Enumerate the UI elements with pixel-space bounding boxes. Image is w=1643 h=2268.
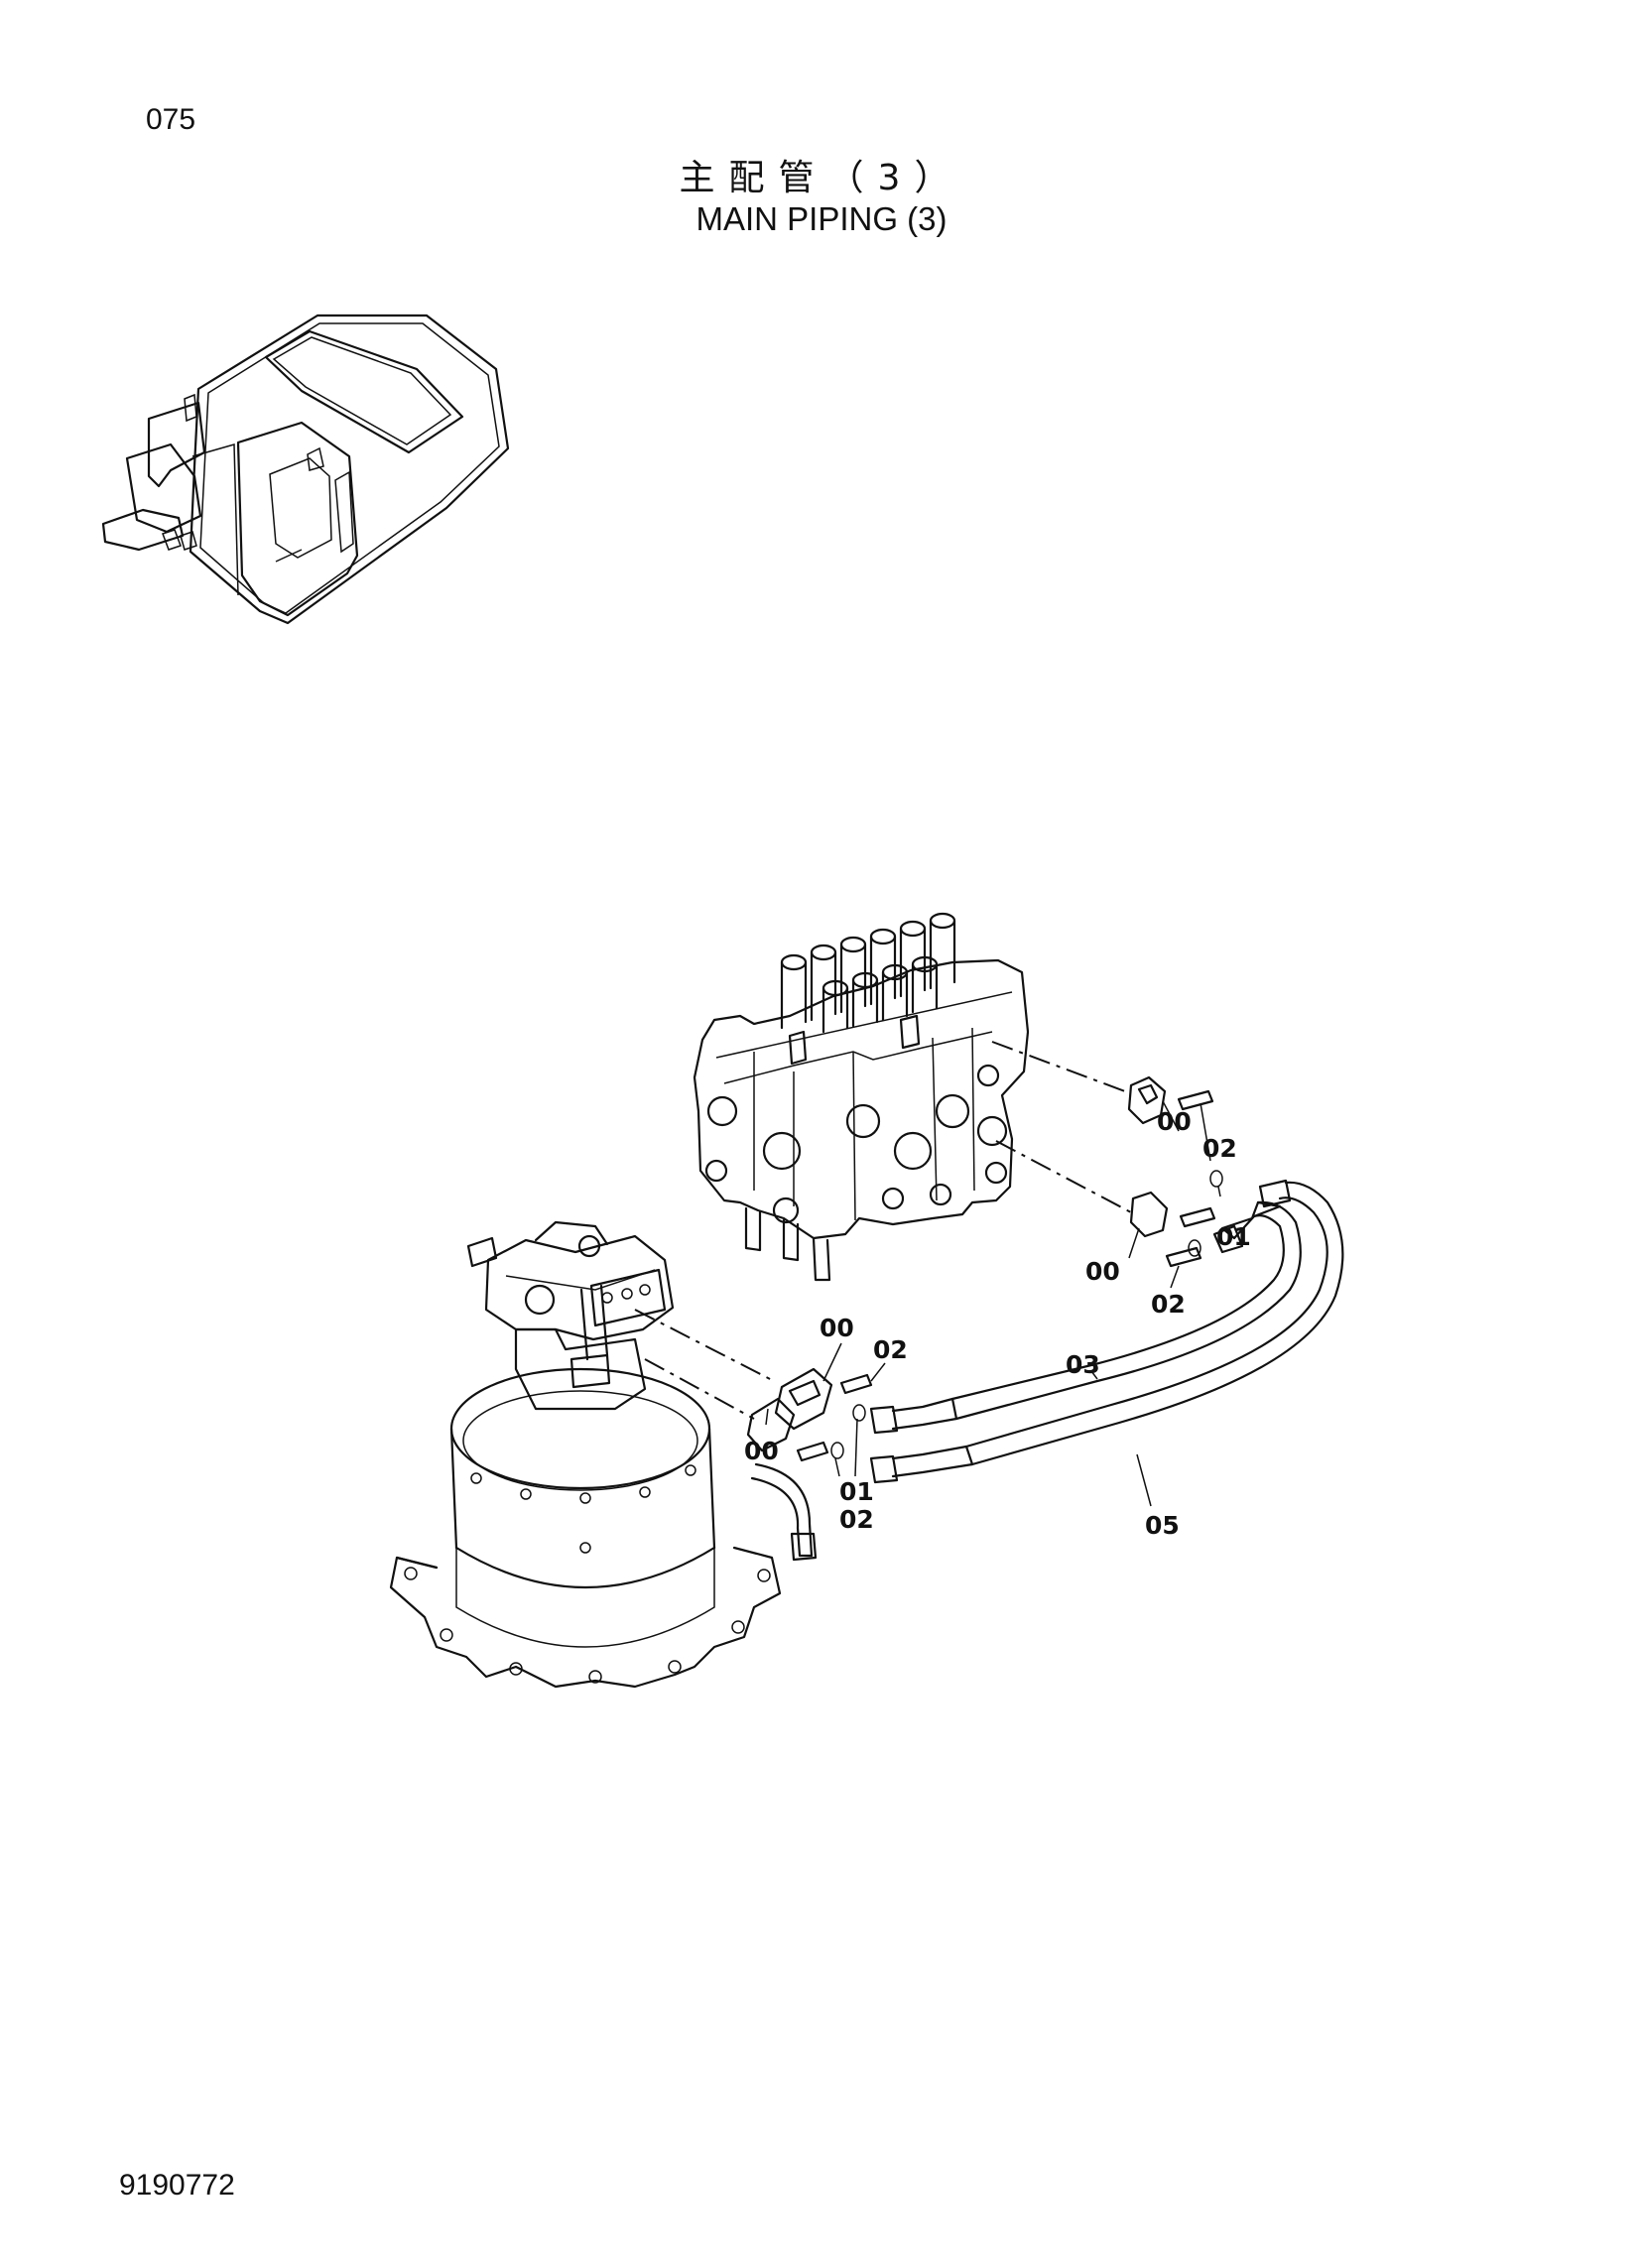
callout-bolt-motor: 02 [873,1335,908,1364]
document-code: 9190772 [119,2169,235,2202]
motor-side-fittings [746,1367,873,1462]
callout-bolt-motor-lower: 02 [839,1505,874,1534]
callout-flange-upper: 00 [1157,1107,1192,1136]
hose-assembly-05 [869,1179,1344,1484]
page-number: 075 [146,103,196,136]
valve-side-fittings [1127,1075,1223,1268]
callout-labels: 00 02 01 00 02 00 02 03 00 01 02 05 [744,1107,1251,1540]
swing-motor [389,1220,818,1689]
leader-lines [765,1100,1221,1507]
callout-bolt-upper: 02 [1202,1134,1237,1163]
callout-hose-03: 03 [1066,1350,1100,1379]
hose-assembly-03 [869,1200,1302,1435]
page-title-chinese: 主配管（3） [679,158,964,198]
excavator-thumbnail [101,314,510,625]
callout-flange-motor: 00 [820,1314,854,1342]
callout-o-ring-upper: 01 [1216,1222,1251,1251]
callout-o-ring-motor: 01 [839,1477,874,1506]
control-valve [693,912,1030,1282]
assembly-center-lines [634,1041,1132,1420]
callout-flange-lower: 00 [1085,1257,1120,1286]
callout-bolt-lower: 02 [1151,1290,1186,1319]
callout-hose-05: 05 [1145,1511,1180,1540]
page-title-english: MAIN PIPING (3) [695,200,948,237]
callout-flange-motor-lower: 00 [744,1437,779,1465]
